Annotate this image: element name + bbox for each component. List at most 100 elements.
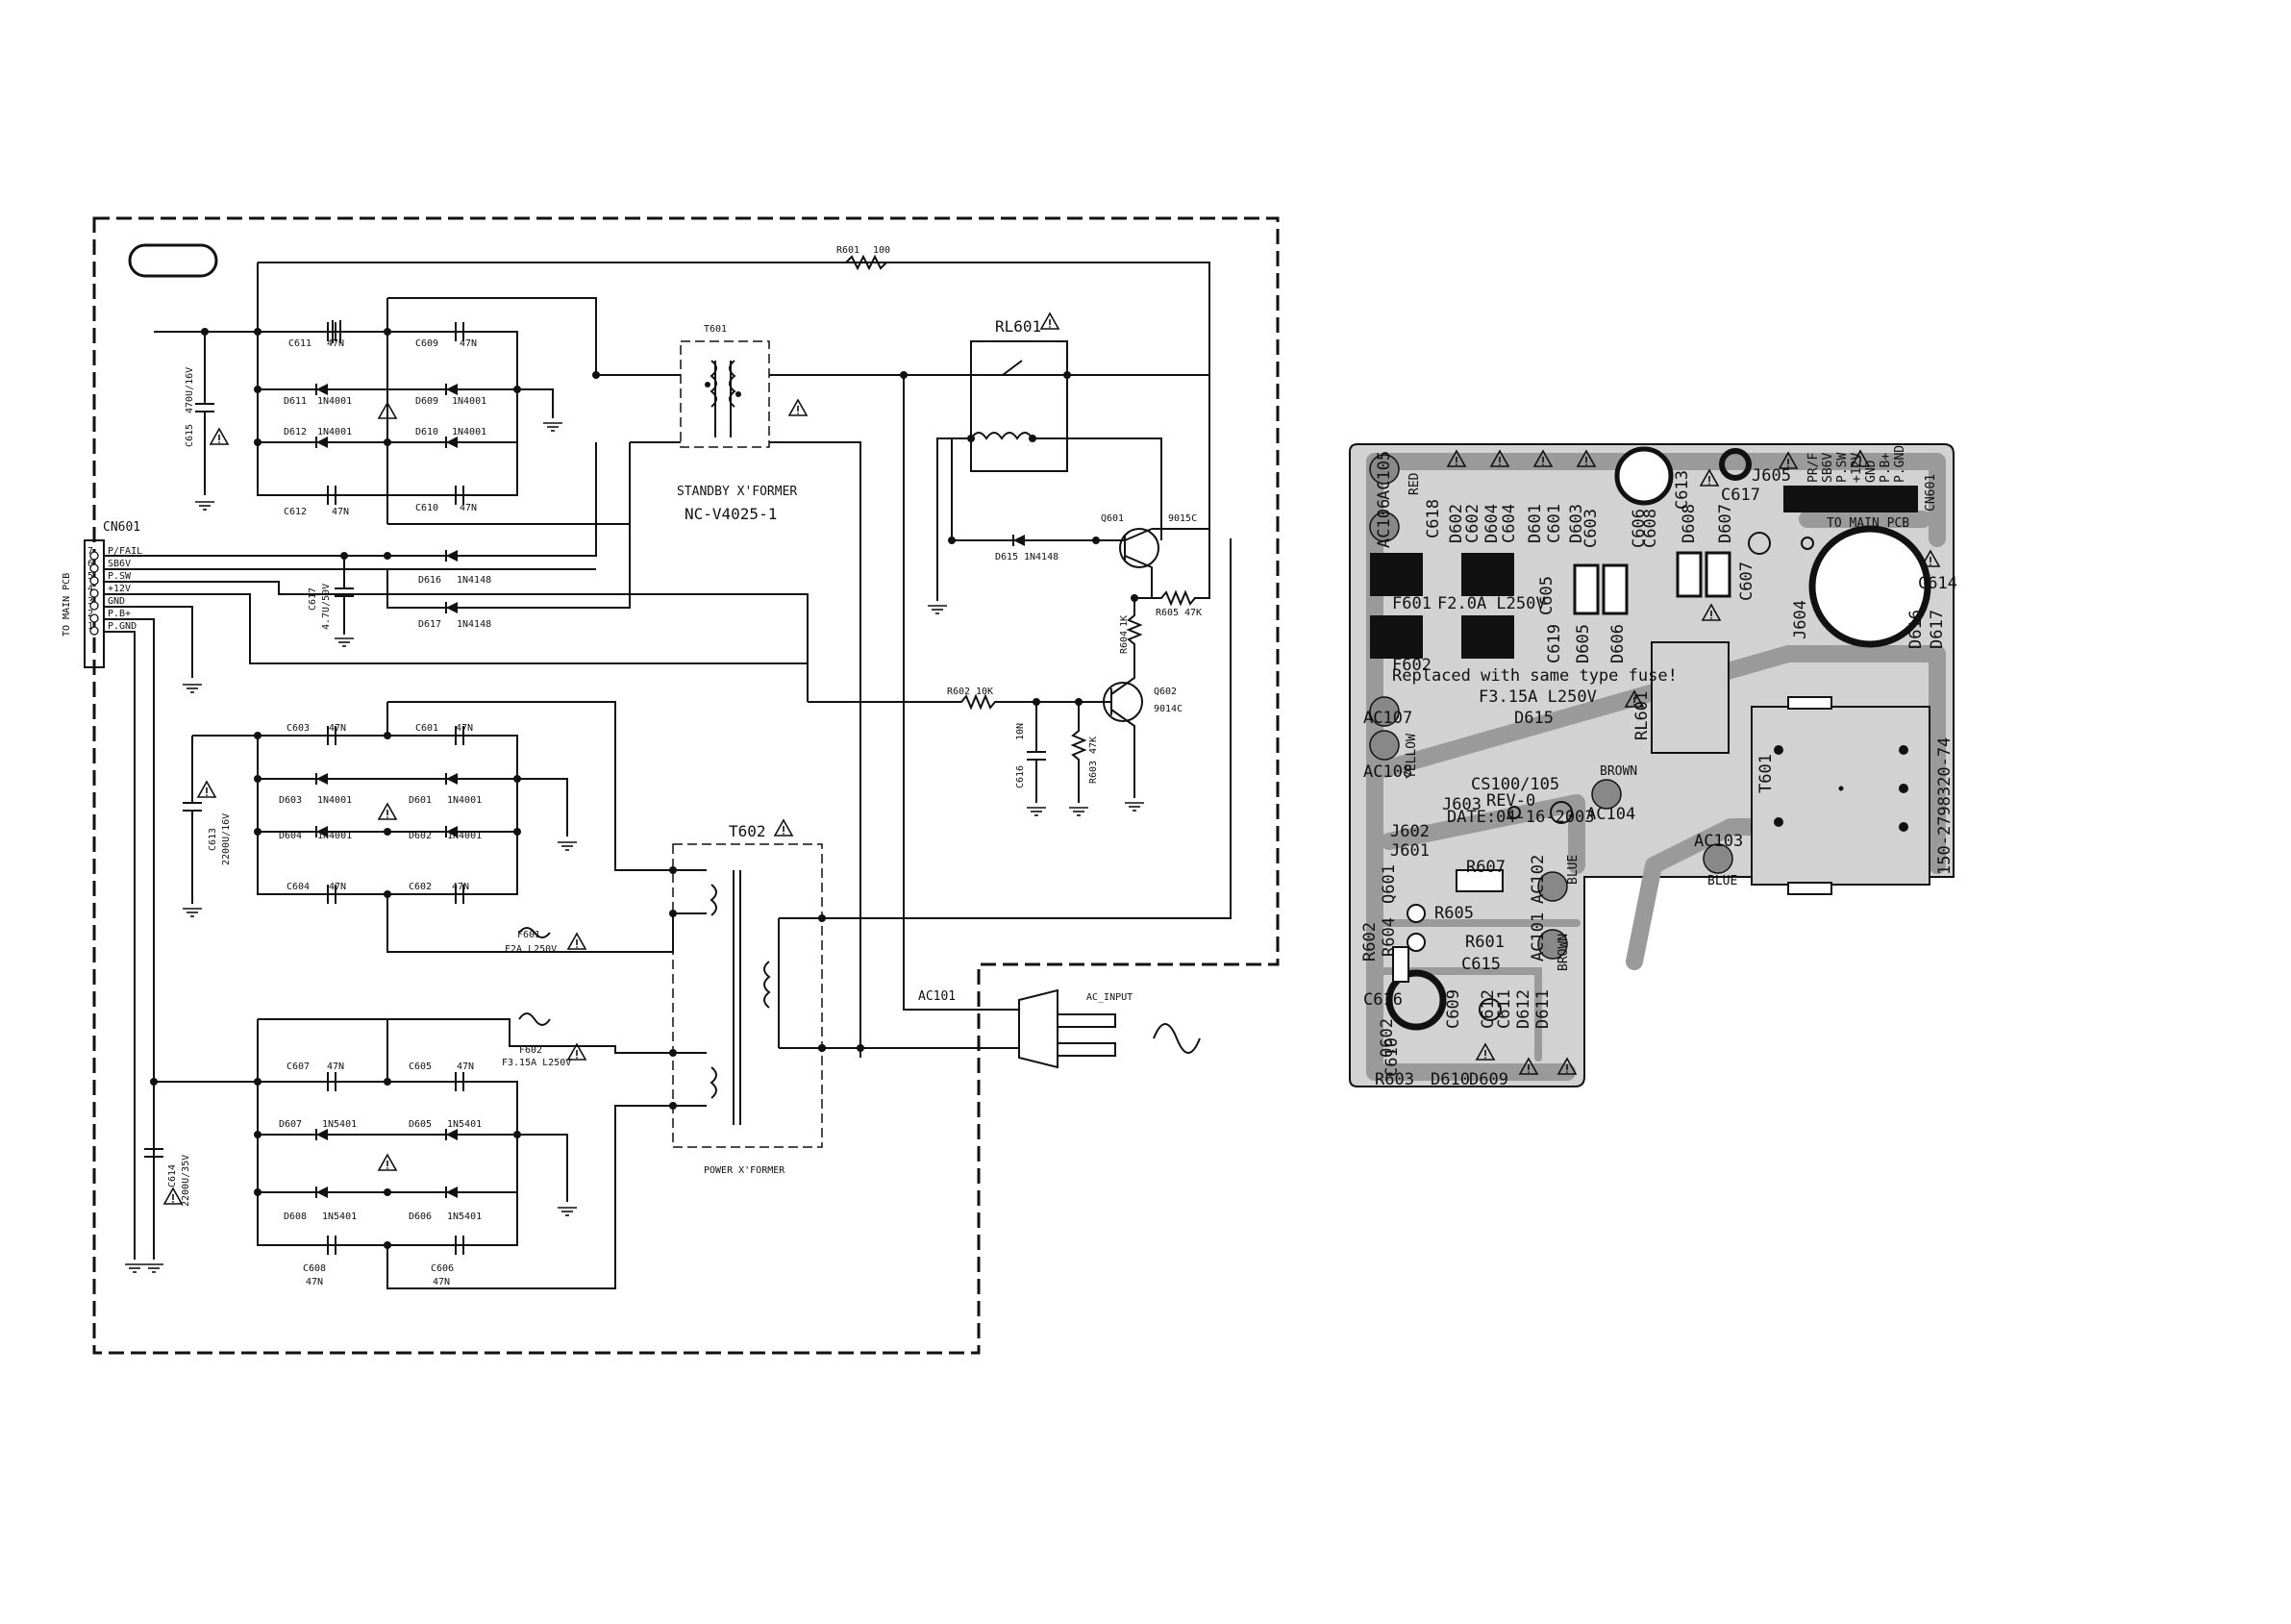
- pcb-f602-right: [1461, 615, 1514, 659]
- d602-ref: D602: [409, 831, 432, 841]
- c616-val: 10N: [1015, 723, 1026, 740]
- d603-val: 1N4001: [317, 795, 352, 806]
- cn601-pin-name: P.SW: [108, 571, 132, 582]
- pcb-pin-label: GND: [1864, 460, 1879, 483]
- pcb-label-d612: D612: [1514, 989, 1533, 1029]
- q602-ref: Q602: [1154, 687, 1177, 697]
- ac101-ref: AC101: [918, 989, 956, 1004]
- standby-bridge: C611 47N C609 47N D611 1N4001 D609 1N400…: [154, 262, 631, 525]
- d604-val: 1N4001: [317, 831, 352, 841]
- r604-ref: R604: [1119, 631, 1130, 654]
- d605-val: 1N5401: [447, 1119, 482, 1130]
- c608-ref: C608: [303, 1263, 326, 1274]
- c602-ref: C602: [409, 882, 432, 892]
- c609-ref: C609: [415, 338, 438, 349]
- pcb-label-ac102: AC102: [1529, 855, 1548, 904]
- ac-input-label: AC_INPUT: [1086, 992, 1133, 1003]
- f602-ref: F602: [519, 1045, 542, 1056]
- pcb-label-c614: C614: [1918, 574, 1957, 593]
- f602-val: F3.15A L250V: [502, 1058, 571, 1068]
- cn601-pin-num: 5: [87, 571, 93, 582]
- f601-val: F2A L250V: [505, 944, 557, 955]
- c617-val: 4.7U/50V: [321, 584, 332, 630]
- d616-ref: D616: [418, 575, 441, 586]
- d610-val: 1N4001: [452, 427, 486, 437]
- t601-part: NC-V4025-1: [685, 505, 777, 523]
- pcb-pin-label: P.B+: [1879, 453, 1893, 483]
- pcb-label-c609: C609: [1444, 989, 1463, 1029]
- pcb-label-d604: D604: [1482, 504, 1502, 543]
- pcb-f601-right: [1461, 553, 1514, 596]
- cn601-pin-num: 7: [87, 546, 93, 557]
- pcb-pin-label: PR/F: [1806, 453, 1821, 483]
- d604-ref: D604: [279, 831, 302, 841]
- pcb-label-c613: C613: [1673, 470, 1692, 510]
- r605-val: 47K: [1184, 608, 1202, 618]
- pcb-label-r607: R607: [1466, 858, 1506, 877]
- relay-rl601: RL601 D615 1N4148 Q601 9015C R605 47K R6…: [808, 312, 1210, 816]
- mid-bridge: C603 47N C601 47N D603 1N4001 D601 1N400…: [192, 701, 674, 955]
- pcb-pin-label: SB6V: [1821, 453, 1835, 483]
- pcb-label-c601: C601: [1545, 504, 1564, 543]
- pcb-rl601: [1651, 641, 1730, 754]
- pcb-part-number: 150-2798320-74: [1935, 737, 1955, 875]
- pcb-c613: [1614, 446, 1674, 506]
- d603-ref: D603: [279, 795, 302, 806]
- pcb-board-name: CS100/105: [1471, 775, 1559, 794]
- pcb-label-j605: J605: [1752, 466, 1791, 486]
- c611-ref: C611: [288, 338, 311, 349]
- pcb-label-d603: D603: [1567, 504, 1586, 543]
- pcb-label-ac104: AC104: [1586, 805, 1635, 824]
- pcb-label-r605: R605: [1434, 904, 1474, 923]
- pcb-label-c604: C604: [1500, 504, 1519, 543]
- q602-val: 9014C: [1154, 704, 1183, 714]
- c614-ref: C614: [167, 1164, 178, 1187]
- pcb-label-j603: J603: [1442, 795, 1482, 814]
- c612-val: 47N: [332, 507, 349, 517]
- pcb-date: DATE:04-16-2003: [1447, 808, 1595, 827]
- r602-ref: R602: [947, 687, 970, 697]
- d611-val: 1N4001: [317, 396, 352, 407]
- d609-ref: D609: [415, 396, 438, 407]
- r604-val: 1K: [1119, 615, 1130, 627]
- pcb-label-f602v: F3.15A L250V: [1479, 687, 1597, 707]
- c615-val: 470U/16V: [185, 367, 195, 413]
- pcb-label-c610: C610: [1382, 1037, 1402, 1077]
- cn601-pin-5: [89, 576, 99, 586]
- d607-val: 1N5401: [322, 1119, 357, 1130]
- cn601-ref: CN601: [103, 520, 140, 535]
- pcb-label-q602: Q602: [1378, 1018, 1397, 1058]
- pcb-label-c618: C618: [1424, 499, 1443, 538]
- pcb-rev: REV-0: [1486, 791, 1535, 811]
- d616-val: 1N4148: [457, 575, 491, 586]
- t602-ref: T602: [729, 822, 766, 840]
- cn601-pin-num: 2: [87, 609, 93, 619]
- pcb-label-ac107: AC107: [1363, 709, 1412, 728]
- pcb-label-j602: J602: [1390, 822, 1430, 841]
- c612-ref: C612: [284, 507, 307, 517]
- pcb-f601-left: [1370, 553, 1423, 596]
- d617-val: 1N4148: [457, 619, 491, 630]
- cn601-pin-6: [89, 563, 99, 573]
- c603-ref: C603: [286, 723, 310, 734]
- d611-ref: D611: [284, 396, 307, 407]
- cn601-pin-2: [89, 613, 99, 623]
- pcb-label-d610: D610: [1431, 1070, 1470, 1089]
- t601-ref: T601: [704, 324, 727, 335]
- pcb-cn601-strip: [1783, 486, 1918, 512]
- r605-ref: R605: [1156, 608, 1179, 618]
- pcb-label-rl601: RL601: [1632, 691, 1652, 740]
- cn601-pin-num: 4: [87, 584, 93, 594]
- cn601-pin-1: [89, 626, 99, 636]
- pcb-label-t601: T601: [1756, 754, 1776, 793]
- pcb-label-d615: D615: [1514, 709, 1554, 728]
- c614-val: 2200U/35V: [181, 1155, 191, 1207]
- d601-val: 1N4001: [447, 795, 482, 806]
- pcb-label-c615: C615: [1461, 955, 1501, 974]
- pcb-label-c608: C608: [1641, 509, 1660, 548]
- rl601-ref: RL601: [995, 317, 1041, 336]
